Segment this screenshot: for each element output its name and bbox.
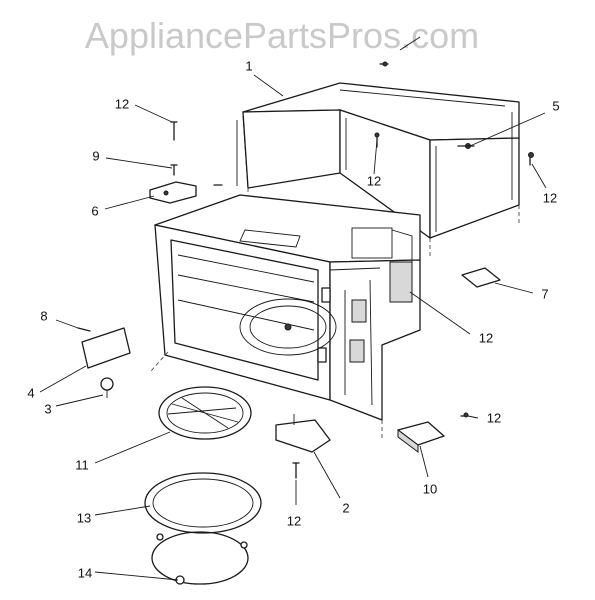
callout-12-cabinet-right: 12: [543, 190, 557, 205]
callout-12-chassis-side: 12: [479, 330, 493, 345]
part-13-glass-tray: [144, 472, 262, 534]
callout-2: 2: [342, 500, 349, 515]
leader-lines: [39, 36, 547, 581]
callout-6: 6: [91, 203, 98, 218]
part-6-hinge-bracket: [149, 181, 197, 204]
callout-12-top-left: 12: [115, 96, 129, 111]
part-4-switch-plate: [81, 327, 131, 369]
callout-12-motor: 12: [287, 513, 301, 528]
callout-1: 1: [245, 58, 252, 73]
watermark-text: AppliancePartsPros.com: [85, 15, 479, 56]
part-3-lamp: [100, 377, 114, 398]
part-14-roller-guide: [151, 531, 249, 585]
callout-labels: 1 2 3 4 5 6 7 8 9 10 11 12 12 12 12 12 1…: [27, 58, 559, 580]
part-2-turntable-motor: [275, 414, 331, 453]
callout-14: 14: [78, 565, 92, 580]
part-11-roller-ring: [158, 386, 252, 440]
callout-11: 11: [75, 457, 89, 472]
callout-5: 5: [552, 98, 559, 113]
callout-10: 10: [423, 481, 437, 496]
part-7-cover-plate: [461, 267, 501, 288]
callout-9: 9: [92, 148, 99, 163]
callout-12-bracket: 12: [487, 410, 501, 425]
callout-8: 8: [40, 308, 47, 323]
callout-12-cabinet-top: 12: [367, 173, 381, 188]
callout-4: 4: [27, 385, 34, 400]
outer-cabinet: [236, 82, 520, 258]
callout-3: 3: [44, 401, 51, 416]
callout-13: 13: [77, 510, 91, 525]
part-10-bracket: [397, 421, 445, 453]
oven-cavity-chassis: [149, 194, 421, 440]
callout-7: 7: [541, 286, 548, 301]
